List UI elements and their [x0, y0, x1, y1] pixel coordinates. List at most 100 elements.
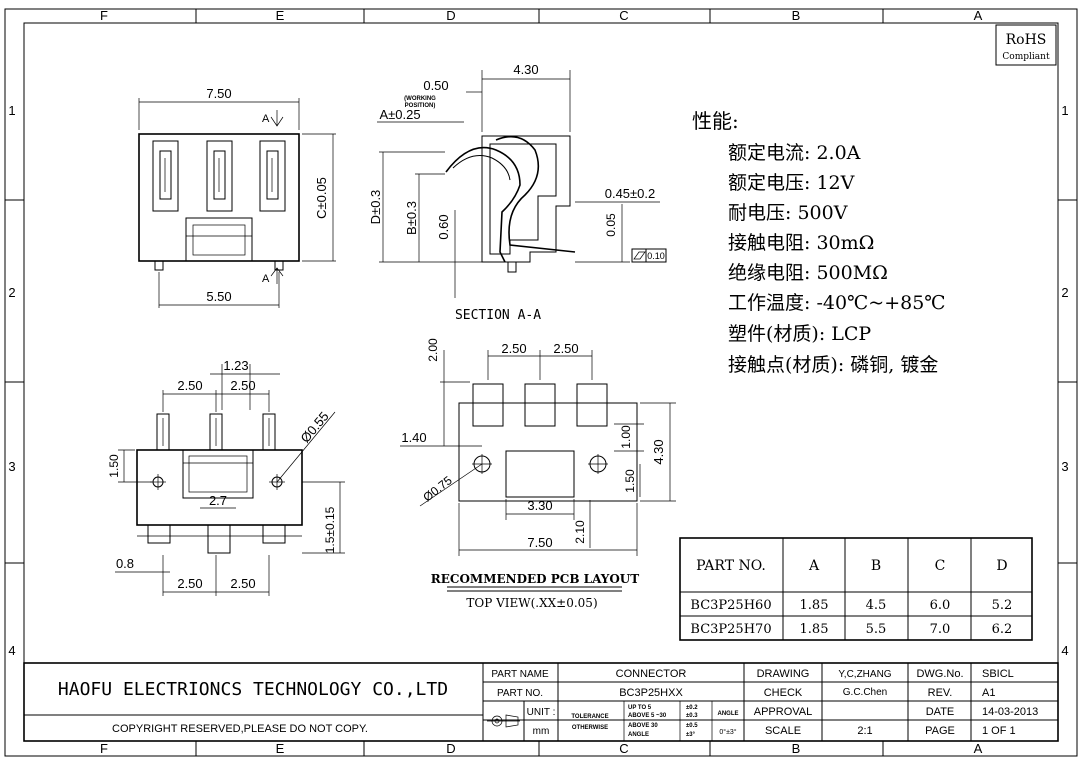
table-cell: 6.0 [930, 598, 951, 613]
dim-label: 2.50 [230, 576, 255, 591]
pcb-pad [472, 383, 504, 427]
pcb-layout: 2.00 2.50 2.50 1.40 1.00 4.30 Ø0.75 1.50… [400, 338, 676, 610]
section-label: SECTION A-A [455, 308, 541, 323]
sheet-frame [4, 8, 1078, 757]
dim-label: 2.10 [573, 520, 587, 544]
tb-value: 14-03-2013 [982, 706, 1038, 718]
spec-item: 工作温度: -40℃~+85℃ [728, 292, 946, 314]
table-header: D [996, 558, 1007, 574]
contact-pin [159, 150, 172, 200]
table-cell: 4.5 [866, 598, 887, 613]
dim-label: 2.50 [501, 341, 526, 356]
spec-item: 绝缘电阻: 500MΩ [728, 262, 888, 284]
table-cell: 7.0 [930, 622, 951, 637]
note-text: (WORKING [404, 96, 436, 102]
col-label: B [792, 8, 801, 23]
tb-value: A1 [982, 687, 995, 699]
row-label: 3 [8, 459, 15, 474]
tb-value: ±0.2 [686, 705, 698, 711]
dim-label: 0.8 [116, 556, 134, 571]
contact-pin [213, 150, 226, 200]
dim-label: 1.40 [401, 430, 426, 445]
dim-label: 1.00 [619, 425, 633, 449]
tb-value: ABOVE 30 [628, 723, 658, 729]
table-cell: 1.85 [800, 622, 829, 637]
row-label: 1 [8, 103, 15, 118]
spring-contact [495, 135, 576, 253]
tb-value: 0°±3° [719, 728, 736, 736]
col-label: F [100, 8, 108, 23]
flatness-frame [631, 248, 667, 263]
row-label: 4 [1061, 643, 1068, 658]
spec-item: 接触电阻: 30mΩ [728, 232, 874, 254]
note-text: POSITION) [405, 103, 436, 109]
table-cell: BC3P25H60 [690, 598, 771, 613]
rohs-title: RoHS [1006, 32, 1047, 48]
flatness-value: 0.10 [647, 251, 665, 261]
column-labels-top: F E D C B A [100, 8, 983, 23]
tb-value: ±0.5 [686, 723, 698, 729]
tb-label: PART NO. [497, 688, 543, 699]
tb-label: PAGE [925, 725, 955, 737]
spec-title: 性能: [692, 109, 739, 133]
tb-value: UP TO 5 [628, 705, 652, 711]
section-marker: A [262, 113, 270, 125]
pcb-pad [524, 383, 556, 427]
housing-section [481, 135, 571, 263]
col-label: E [276, 741, 285, 756]
spec-list: 性能: 额定电流: 2.0A 额定电压: 12V 耐电压: 500V 接触电阻:… [692, 109, 946, 376]
table-cell: 5.5 [866, 622, 887, 637]
pcb-pad [576, 383, 608, 427]
col-label: D [446, 741, 455, 756]
front-view: 1.23 2.50 2.50 Ø0.55 1.50 2.7 1.5±0.15 0… [107, 358, 345, 596]
tb-value: ANGLE [628, 732, 649, 738]
dim-label: 0.60 [436, 214, 451, 239]
part-table: PART NO. A B C D BC3P25H60 1.85 4.5 6.0 … [679, 537, 1033, 641]
tb-value: mm [533, 726, 550, 737]
dim-label: 1.23 [223, 358, 248, 373]
tb-label: TOLERANCE [571, 714, 608, 720]
tb-value: BC3P25HXX [619, 687, 683, 699]
spec-item: 塑件(材质): LCP [728, 323, 871, 345]
dim-label: Ø0.75 [420, 473, 455, 504]
dim-label: 0.05 [604, 213, 618, 237]
pin [209, 413, 223, 451]
dim-label: 2.50 [553, 341, 578, 356]
col-label: D [446, 8, 455, 23]
dim-label: D±0.3 [368, 190, 383, 225]
row-label: 2 [8, 285, 15, 300]
tb-label: DWG.No. [916, 668, 963, 680]
dim-label: C±0.05 [314, 177, 329, 219]
dim-label: Ø0.55 [297, 409, 331, 446]
spec-item: 接触点(材质): 磷铜, 镀金 [728, 354, 938, 376]
table-cell: 1.85 [800, 598, 829, 613]
rohs-mark: RoHS Compliant [995, 24, 1057, 66]
table-cell: 6.2 [992, 622, 1013, 637]
pin [156, 413, 170, 451]
housing-outline [138, 133, 300, 262]
pcb-outline [458, 402, 638, 502]
tb-value: Y,C,ZHANG [838, 669, 891, 680]
contact-slot [259, 140, 286, 212]
company-name: HAOFU ELECTRIONCS TECHNOLOGY CO.,LTD [58, 679, 448, 700]
dim-label: 7.50 [206, 86, 231, 101]
table-header: PART NO. [696, 558, 766, 574]
table-header: B [871, 558, 881, 574]
tb-label: APPROVAL [754, 706, 813, 718]
dim-label: 4.30 [513, 62, 538, 77]
table-header: C [935, 558, 946, 574]
table-cell: BC3P25H70 [690, 622, 771, 637]
section-view: 4.30 0.50 (WORKING POSITION) A±0.25 D±0.… [368, 62, 667, 323]
dim-label: 1.5±0.15 [323, 506, 337, 553]
dim-label: 2.50 [177, 576, 202, 591]
dim-label: 2.00 [426, 338, 440, 362]
dim-label: B±0.3 [404, 201, 419, 235]
dim-label: 1.50 [623, 469, 637, 493]
dim-label: 4.30 [651, 439, 666, 464]
col-label: E [276, 8, 285, 23]
tb-label: OTHERWISE [572, 725, 608, 731]
table-header: A [808, 558, 820, 574]
contact-pin [266, 150, 279, 200]
